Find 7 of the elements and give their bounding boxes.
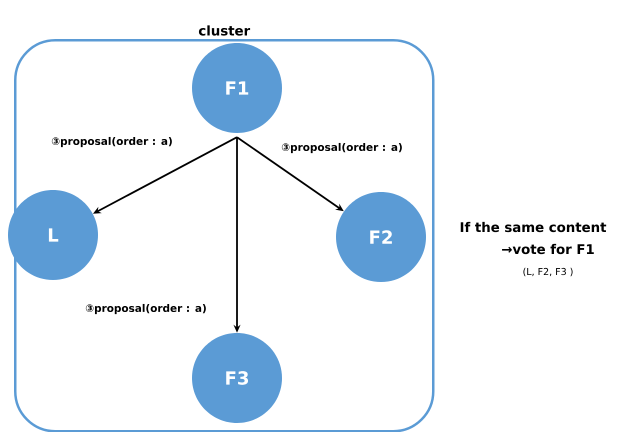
edge-label: ③proposal(order : a) [84,302,208,316]
note-text: (L, F2, F3 ) [523,268,573,276]
note-text: →vote for F1 [502,244,594,254]
edge-label: ③proposal(order : a) [280,142,404,154]
node-label: cluster [198,25,250,36]
note-text: If the same content [460,222,606,232]
edge-label: ③proposal(order : a) [50,136,174,148]
